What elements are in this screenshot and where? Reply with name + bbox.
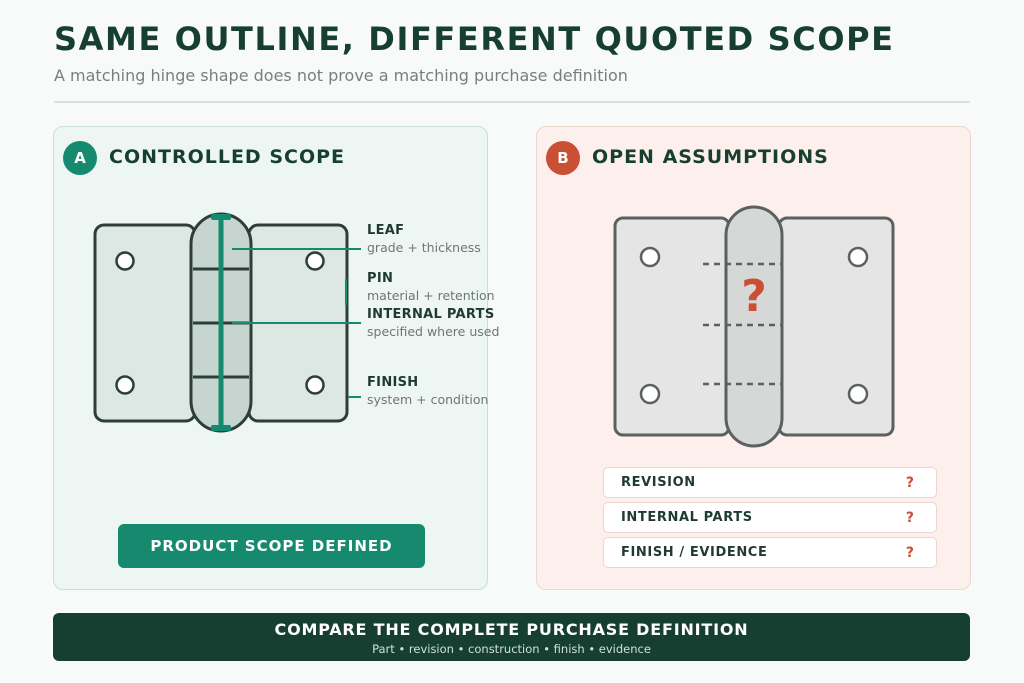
callout-pin-heading: PIN: [367, 271, 394, 286]
callout-leaf: LEAF grade + thickness: [367, 223, 481, 255]
question-mark-icon: ?: [905, 474, 914, 491]
callout-finish-detail: system + condition: [367, 392, 489, 407]
callout-pin-detail: material + retention: [367, 288, 495, 303]
panel-controlled-scope: A CONTROLLED SCOPE LEAF grade + thicknes…: [53, 126, 499, 590]
question-mark-icon: ?: [905, 544, 914, 561]
callout-leaf-heading: LEAF: [367, 223, 405, 238]
assumption-row-internal-parts: INTERNAL PARTS ?: [603, 502, 937, 533]
assumption-label: INTERNAL PARTS: [621, 510, 753, 525]
callout-leaf-detail: grade + thickness: [367, 240, 481, 255]
page-subtitle: A matching hinge shape does not prove a …: [54, 66, 628, 85]
panel-open-assumptions: B OPEN ASSUMPTIONS ? REVISION ? INTERNAL…: [536, 126, 971, 590]
callout-internal-parts-heading: INTERNAL PARTS: [367, 307, 495, 322]
callout-finish-heading: FINISH: [367, 375, 419, 390]
question-mark-icon: ?: [905, 509, 914, 526]
callout-finish: FINISH system + condition: [367, 375, 488, 407]
panel-a-title: CONTROLLED SCOPE: [109, 146, 346, 168]
footer-title: COMPARE THE COMPLETE PURCHASE DEFINITION: [274, 620, 749, 639]
panel-a-badge: A: [63, 141, 97, 175]
panel-b-title: OPEN ASSUMPTIONS: [592, 146, 829, 168]
assumption-row-finish-evidence: FINISH / EVIDENCE ?: [603, 537, 937, 568]
header-divider: [54, 101, 970, 103]
page-title: SAME OUTLINE, DIFFERENT QUOTED SCOPE: [54, 20, 895, 58]
footer-banner: COMPARE THE COMPLETE PURCHASE DEFINITION…: [53, 613, 970, 661]
product-scope-defined-button[interactable]: PRODUCT SCOPE DEFINED: [118, 524, 425, 568]
question-mark-icon: ?: [741, 271, 767, 322]
assumption-label: FINISH / EVIDENCE: [621, 545, 768, 560]
callout-pin: PIN material + retention: [367, 271, 495, 303]
callout-internal-parts: INTERNAL PARTS specified where used: [367, 307, 499, 339]
callout-internal-parts-detail: specified where used: [367, 324, 500, 339]
open-hinge-icon: ?: [613, 205, 895, 448]
assumption-label: REVISION: [621, 475, 696, 490]
assumption-row-revision: REVISION ?: [603, 467, 937, 498]
controlled-hinge-icon: [93, 212, 361, 433]
panel-b-badge: B: [546, 141, 580, 175]
footer-subtitle: Part • revision • construction • finish …: [372, 642, 651, 656]
